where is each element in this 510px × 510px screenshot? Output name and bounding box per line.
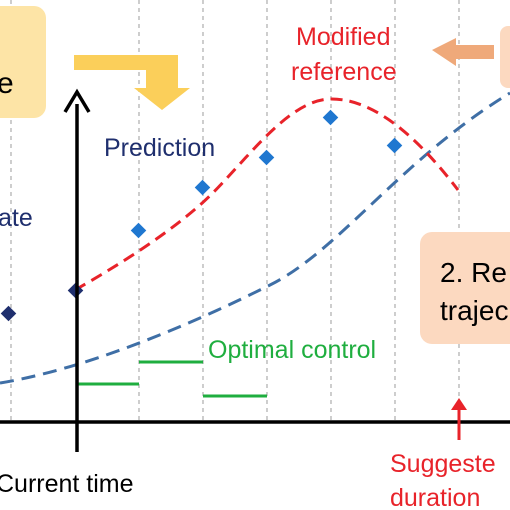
step1-box bbox=[0, 6, 46, 118]
current-time-label: Current time bbox=[0, 470, 134, 498]
modified-reference-curve bbox=[74, 97, 460, 292]
time-grid bbox=[10, 0, 460, 422]
optimal-control-steps bbox=[77, 360, 267, 398]
prediction-point bbox=[194, 179, 211, 196]
up-arrowhead-icon bbox=[63, 88, 91, 113]
state-label: ate bbox=[0, 204, 33, 232]
reference-trajectory bbox=[0, 91, 510, 385]
modified-reference-label-line1: Modified bbox=[296, 23, 391, 51]
suggested-duration-line2: duration bbox=[390, 484, 480, 510]
step3-box-edge bbox=[500, 26, 510, 88]
suggested-duration-line1: Suggeste bbox=[390, 450, 496, 478]
optimal-control-label: Optimal control bbox=[208, 336, 376, 364]
past-states bbox=[0, 282, 84, 322]
prediction-label: Prediction bbox=[104, 134, 215, 162]
modified-reference-label-line2: reference bbox=[291, 58, 397, 86]
prediction-point bbox=[322, 109, 339, 126]
up-arrow-icon bbox=[451, 398, 467, 440]
prediction-point bbox=[258, 149, 275, 166]
prediction-point bbox=[386, 137, 403, 154]
left-arrow-icon bbox=[432, 38, 494, 66]
step1-box-text: e bbox=[0, 67, 14, 100]
step2-box-line2: trajec bbox=[440, 295, 508, 326]
prediction-point bbox=[130, 222, 147, 239]
step2-box bbox=[420, 232, 510, 344]
bent-arrow-down-icon bbox=[74, 55, 190, 110]
step2-box-line1: 2. Re bbox=[440, 257, 507, 288]
state-point bbox=[0, 305, 17, 322]
